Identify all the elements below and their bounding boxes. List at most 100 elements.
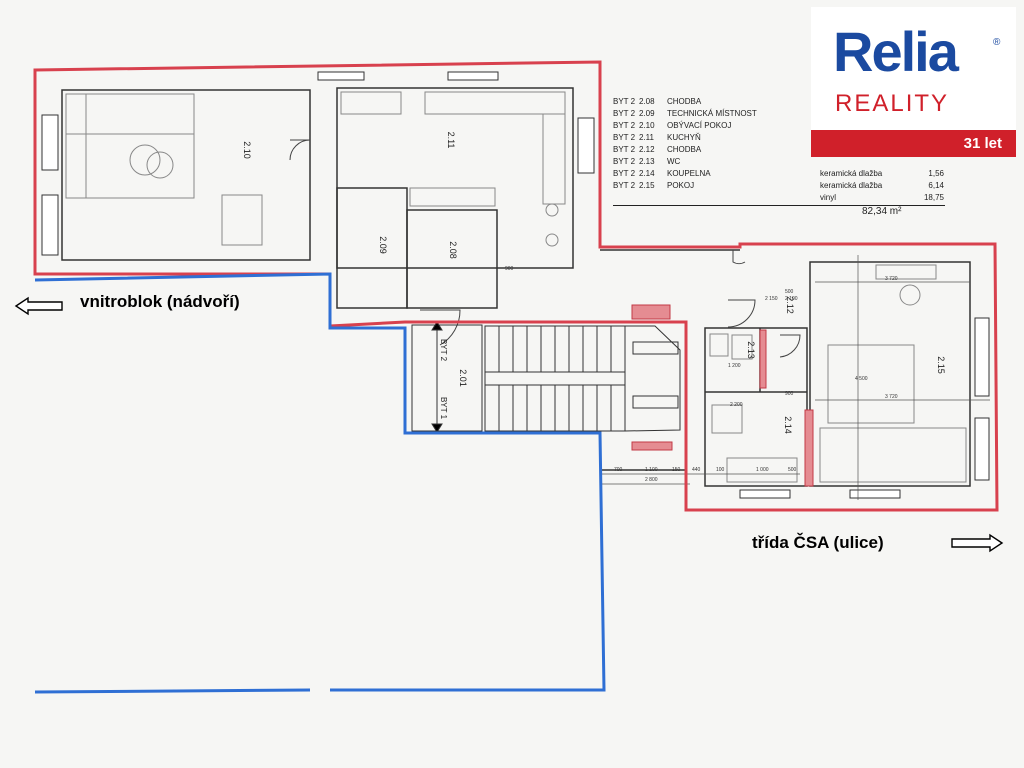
legend-extra-row: keramická dlažba 1,56 <box>820 168 944 180</box>
dim-7: 500 <box>788 467 797 473</box>
stair-landing <box>411 324 483 432</box>
sofa-side <box>65 93 87 199</box>
wall-room-209 <box>336 187 408 309</box>
stair-label-byt1: BYT 1 <box>439 397 448 420</box>
coffee-table-2 <box>146 151 174 179</box>
wall-bath <box>704 327 808 487</box>
coffee-table <box>129 144 161 176</box>
dim-1: 700 <box>614 467 623 473</box>
dim-18: 900 <box>505 266 514 272</box>
kitchen-counter-3 <box>542 113 566 205</box>
chair <box>899 284 921 306</box>
kitchen-counter-2 <box>424 91 566 115</box>
dimension-texts: 700 1 100 150 440 100 1 000 500 2 800 3 … <box>505 266 898 483</box>
legend-code: 2.14 <box>639 169 655 178</box>
legend-name: KOUPELNA <box>667 169 711 178</box>
dim-13: 1 200 <box>728 363 741 369</box>
legend-unit: BYT 2 <box>613 157 636 166</box>
room-label-215: 2.15 <box>936 356 946 374</box>
arrow-right-icon <box>951 533 1004 553</box>
legend-unit: BYT 2 <box>613 97 636 106</box>
legend-unit: BYT 2 <box>613 109 636 118</box>
legend-name: WC <box>667 157 681 166</box>
dim-12: 2 200 <box>730 402 743 408</box>
wall-room-211 <box>336 87 574 269</box>
wall-room-215 <box>809 261 971 487</box>
courtyard-label: vnitroblok (nádvoří) <box>80 292 240 311</box>
bathtub <box>726 457 798 483</box>
legend-rule <box>613 205 945 206</box>
dim-9: 3 720 <box>885 276 898 282</box>
wall-room-208 <box>406 209 498 309</box>
dim-10: 3 720 <box>885 394 898 400</box>
wardrobe-2 <box>819 427 967 483</box>
logo-brand: Relia <box>833 20 959 83</box>
legend-unit: BYT 2 <box>613 145 636 154</box>
room-label-214: 2.14 <box>783 416 793 434</box>
legend-unit: BYT 2 <box>613 169 636 178</box>
dim-5: 100 <box>716 467 725 473</box>
wall-room-210 <box>61 89 311 261</box>
dim-16: 500 <box>785 289 794 295</box>
desk <box>875 264 937 280</box>
legend-extra-row: keramická dlažba 6,14 <box>820 180 944 192</box>
wardrobe <box>409 187 496 207</box>
legend-material: keramická dlažba <box>820 181 883 190</box>
room-label-209: 2.09 <box>378 236 388 254</box>
room-label-201: 2.01 <box>458 369 468 387</box>
room-label-210: 2.10 <box>242 141 252 159</box>
kitchen-counter <box>340 91 402 115</box>
legend-code: 2.08 <box>639 97 655 106</box>
legend-name: POKOJ <box>667 181 695 190</box>
logo-subtitle: REALITY <box>835 90 950 117</box>
legend-code: 2.10 <box>639 121 655 130</box>
logo-registered: ® <box>993 37 1001 48</box>
legend-material: keramická dlažba <box>820 169 883 178</box>
sofa <box>65 93 195 135</box>
legend-name: OBÝVACÍ POKOJ <box>667 121 732 130</box>
dim-6: 1 000 <box>756 467 769 473</box>
room-label-213: 2.13 <box>746 341 756 359</box>
furniture <box>65 91 967 483</box>
courtyard-outline <box>34 272 606 694</box>
dim-3: 150 <box>672 467 681 473</box>
legend-code: 2.15 <box>639 181 655 190</box>
dimension-lines <box>600 255 990 500</box>
legend-area: 18,75 <box>923 193 944 202</box>
dim-15: 2 100 <box>785 296 798 302</box>
street-label: třída ČSA (ulice) <box>752 533 884 552</box>
sink <box>711 404 743 434</box>
legend-unit: BYT 2 <box>613 133 636 142</box>
room-label-211: 2.11 <box>446 132 456 149</box>
arrow-left-icon <box>14 296 63 316</box>
dim-11: 4 500 <box>855 376 868 382</box>
dining-table <box>221 194 263 246</box>
dim-8: 2 800 <box>645 477 658 483</box>
legend-area: 6,14 <box>928 181 944 190</box>
legend-area: 1,56 <box>928 169 944 178</box>
legend-name: CHODBA <box>667 145 702 154</box>
toilet <box>731 334 753 360</box>
total-area: 82,34 m² <box>862 206 902 217</box>
wc-sink <box>709 333 729 357</box>
legend-unit: BYT 2 <box>613 181 636 190</box>
legend-name: TECHNICKÁ MÍSTNOST <box>667 109 757 118</box>
staircase <box>411 304 814 487</box>
doors <box>289 139 801 358</box>
dim-17: 2 150 <box>765 296 778 302</box>
legend-code: 2.13 <box>639 157 655 166</box>
logo-bar: 31 let <box>811 130 1016 157</box>
legend-code: 2.11 <box>639 133 654 142</box>
orientation: vnitroblok (nádvoří) třída ČSA (ulice) <box>14 292 1004 553</box>
legend-unit: BYT 2 <box>613 121 636 130</box>
legend-name: CHODBA <box>667 97 702 106</box>
